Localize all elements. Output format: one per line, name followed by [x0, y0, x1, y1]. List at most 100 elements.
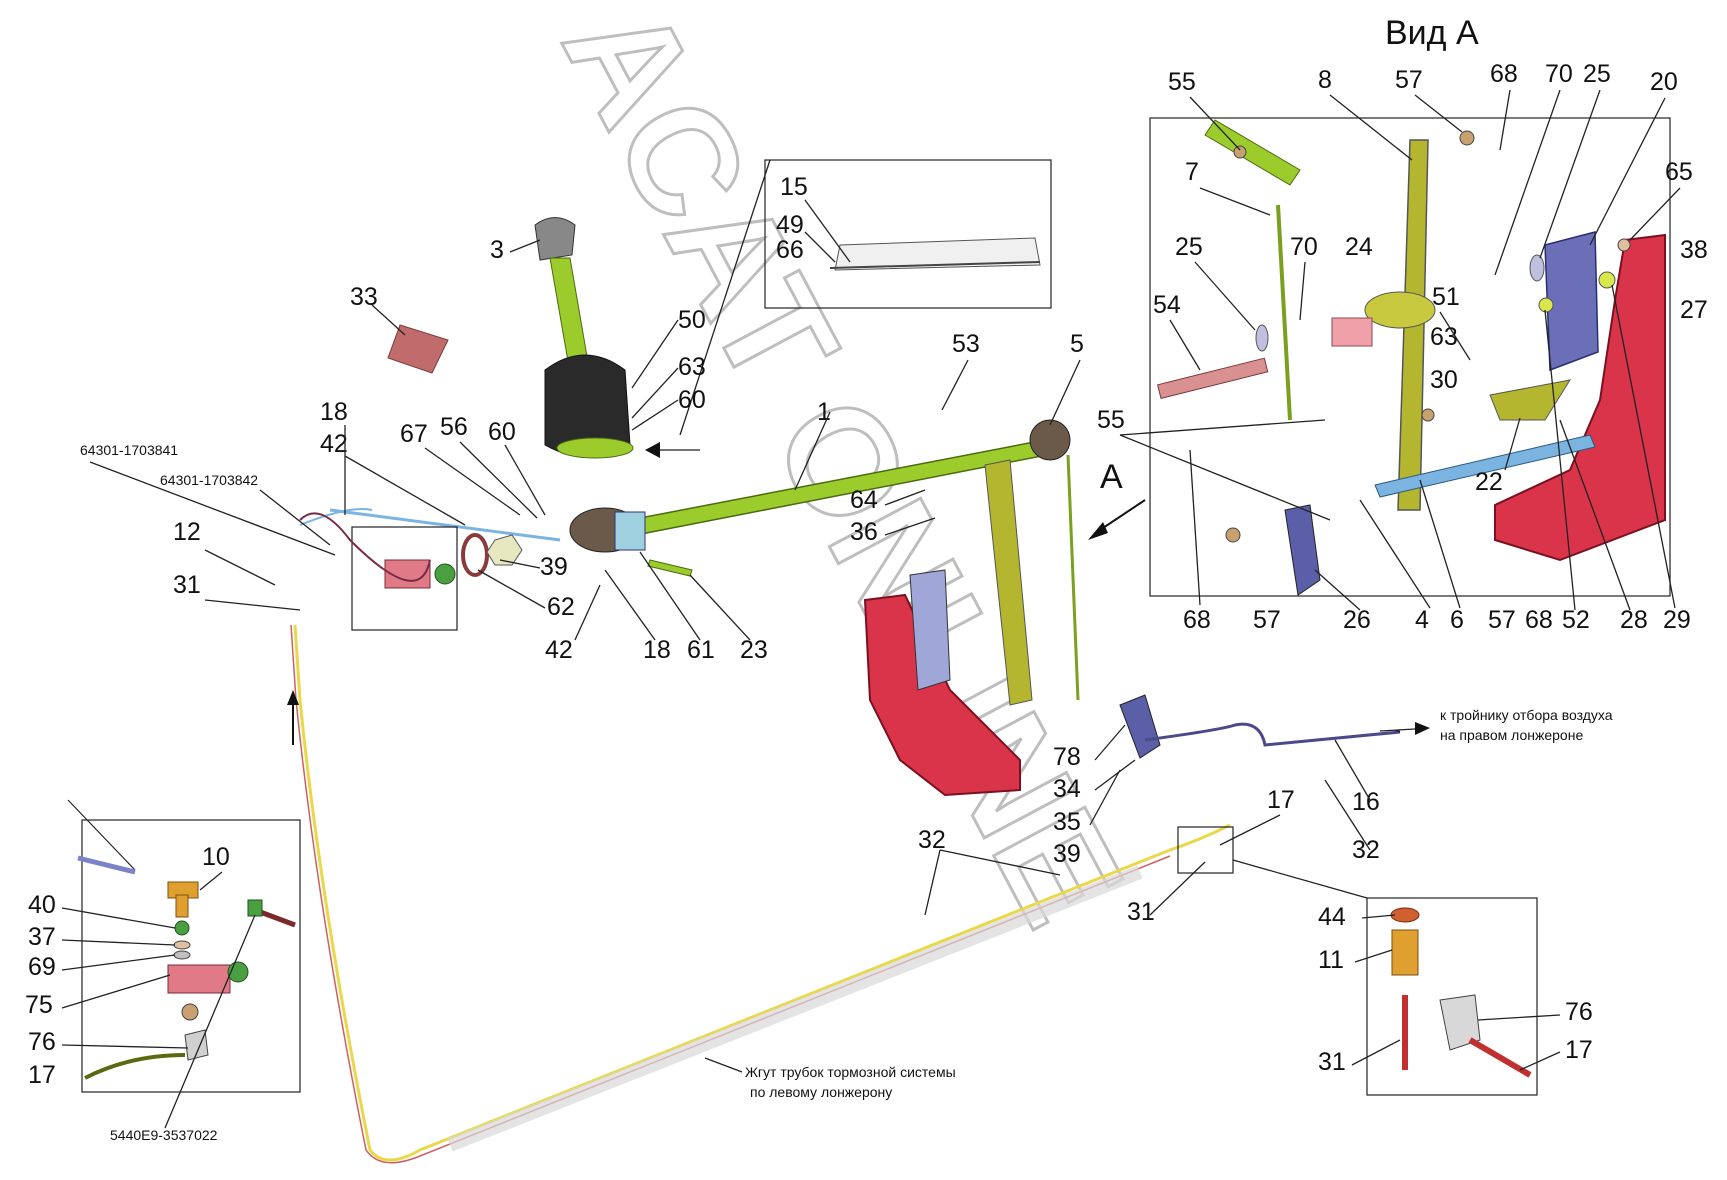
callout-39: 39: [540, 553, 568, 581]
bottom-right-frame: [1366, 897, 1538, 1096]
callout-7: 7: [1185, 158, 1199, 186]
callout-28: 28: [1620, 606, 1648, 634]
link-rod: [329, 508, 561, 542]
callout-70: 70: [1545, 60, 1573, 88]
code-valve: 5440E9-3537022: [110, 1127, 218, 1143]
callout-55: 55: [1168, 68, 1196, 96]
washer-37: [173, 940, 191, 950]
callout-66: 66: [776, 236, 804, 264]
pipe-stub: [77, 855, 136, 875]
callout-4: 4: [1415, 606, 1429, 634]
callout-17: 17: [1267, 786, 1295, 814]
note-air-line-1: к тройнику отбора воздуха: [1440, 707, 1613, 723]
pipe-red: [299, 512, 431, 582]
callout-63a: 63: [1430, 323, 1458, 351]
callout-60b: 60: [488, 418, 516, 446]
callout-78: 78: [1053, 743, 1081, 771]
callout-37: 37: [28, 923, 56, 951]
lever-vertical: [984, 459, 1033, 706]
nut-55: [1233, 145, 1247, 159]
callout-50: 50: [678, 306, 706, 334]
callout-76b: 76: [1565, 998, 1593, 1026]
callout-30: 30: [1430, 366, 1458, 394]
callout-31: 31: [173, 571, 201, 599]
washer-44: [1390, 907, 1420, 923]
callout-51: 51: [1432, 283, 1460, 311]
bolt-54: [1157, 357, 1269, 400]
callout-31b: 31: [1127, 898, 1155, 926]
air-pipe: [1144, 722, 1401, 747]
callout-18b: 18: [643, 636, 671, 664]
callout-12: 12: [173, 518, 201, 546]
lever-8-hub: [1364, 291, 1436, 329]
callout-24: 24: [1345, 233, 1373, 261]
valve-end: [434, 563, 456, 585]
callout-25a: 25: [1583, 60, 1611, 88]
callout-10: 10: [202, 843, 230, 871]
label-33: [387, 324, 449, 374]
callout-40: 40: [28, 891, 56, 919]
callout-6: 6: [1450, 606, 1464, 634]
callout-31c: 31: [1318, 1048, 1346, 1076]
callout-35: 35: [1053, 808, 1081, 836]
callout-52: 52: [1562, 606, 1590, 634]
pipe-17: [84, 1053, 186, 1080]
rod-vertical: [1066, 454, 1080, 701]
code-pipe-2: 64301-1703842: [160, 472, 258, 488]
callout-75: 75: [25, 991, 53, 1019]
bracket-red: [1494, 233, 1666, 562]
console-plate: [834, 237, 1041, 271]
callout-8: 8: [1318, 66, 1332, 94]
callout-23: 23: [740, 636, 768, 664]
adapter-11: [1391, 929, 1419, 976]
nut-39: [486, 534, 523, 566]
nut-57b: [1225, 527, 1241, 543]
bushing-24: [1331, 317, 1373, 347]
brake-harness: Жгут трубок тормозной системы по левому …: [290, 624, 1231, 1164]
pipe-17b: [1468, 1037, 1532, 1078]
callout-57b: 57: [1253, 606, 1281, 634]
view-a-frame: [1149, 117, 1671, 597]
rod-6: [1374, 434, 1596, 498]
callout-32: 32: [1352, 836, 1380, 864]
inset-leader: [679, 159, 771, 436]
inset-console-frame: [764, 159, 1052, 309]
nut-57c: [1421, 408, 1435, 422]
harness-sleeve: [447, 865, 1143, 1152]
view-a-detail: Вид А 55 8 57 68 70: [1097, 14, 1708, 634]
plate-20: [1544, 231, 1599, 372]
callout-57c: 57: [1488, 606, 1516, 634]
callout-63: 63: [678, 353, 706, 381]
callout-25b: 25: [1175, 233, 1203, 261]
callout-17c: 17: [28, 1061, 56, 1089]
knob-3: [534, 217, 576, 261]
pivot-5: [1029, 419, 1071, 461]
pin-27: [1598, 271, 1616, 289]
callout-22: 22: [1475, 468, 1503, 496]
left-valve-inset: [299, 508, 458, 631]
console-edge: [829, 261, 1041, 269]
inset-console: 15 49 66: [645, 159, 1052, 458]
plate-blue: [909, 569, 951, 691]
callout-67: 67: [400, 420, 428, 448]
coupling-sleeve: [614, 511, 646, 551]
view-a-arrow: [1088, 522, 1108, 540]
callout-29: 29: [1663, 606, 1691, 634]
gear-lever-assembly: [329, 217, 1064, 577]
callout-3: 3: [490, 236, 504, 264]
bottom-left-inset: [67, 799, 301, 1093]
callout-69: 69: [28, 953, 56, 981]
fitting-marker-frame: [1177, 826, 1234, 874]
flow-arrow: [287, 690, 299, 705]
pipe-blue: [299, 508, 373, 526]
view-a-title: Вид А: [1385, 14, 1479, 52]
view-a-marker: А: [1100, 458, 1123, 496]
callout-26: 26: [1343, 606, 1371, 634]
bottom-left-frame: [81, 819, 301, 1093]
callout-76: 76: [28, 1028, 56, 1056]
inset-arrow: [645, 442, 660, 458]
valve-inset-frame: [351, 526, 458, 631]
washer-25b: [1529, 254, 1545, 282]
callout-53: 53: [952, 330, 980, 358]
